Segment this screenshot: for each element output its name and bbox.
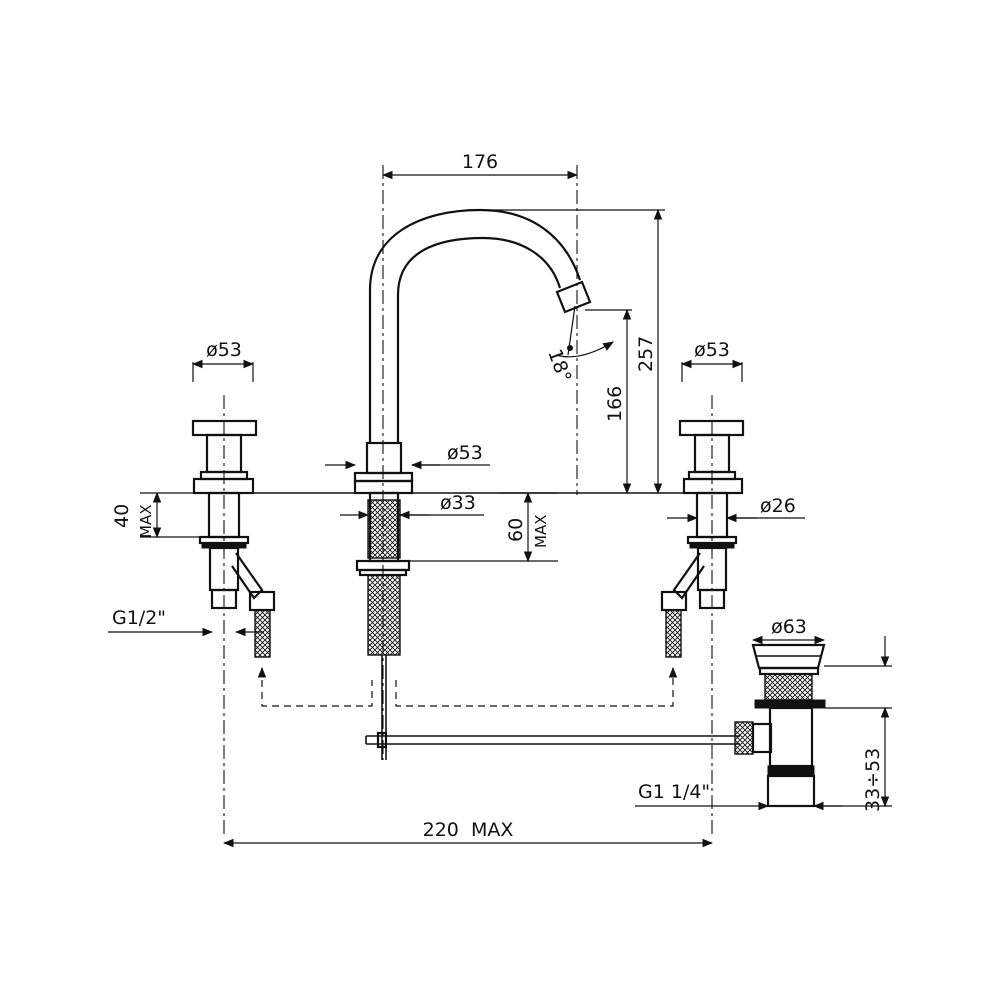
spout-base-dia-label: ø53 (447, 442, 483, 464)
dim-spout-deck-thickness: 60 MAX (409, 491, 558, 563)
spout (353, 208, 592, 760)
left-flex-hose (254, 609, 271, 658)
spout-angle-label: 18° (543, 346, 575, 385)
dim-right-handle-dia: ø53 (680, 339, 744, 382)
left-deck-thickness-label: 40 (111, 504, 133, 528)
inlet-thread-label: G1/2" (112, 607, 166, 629)
spout-deck-thickness-label: 60 (505, 518, 527, 542)
popup-waste (734, 643, 826, 808)
left-deck-max-label: MAX (137, 505, 155, 538)
spout-angle-indicator: 18° (543, 305, 614, 385)
left-valve (191, 419, 276, 658)
dim-overall-span: 220 MAX (222, 819, 714, 848)
left-handle-dia-label: ø53 (206, 339, 242, 361)
waste-range-label: 33÷53 (862, 748, 884, 812)
dim-spout-reach: 176 (381, 151, 579, 180)
spout-deck-max-label: MAX (532, 515, 550, 548)
overall-span-label: 220 MAX (423, 819, 514, 841)
dim-spout-base-dia: ø53 (325, 442, 490, 470)
dim-valve-shank-dia: ø26 (667, 495, 805, 523)
dim-spout-shank-dia: ø33 (340, 492, 484, 520)
valve-shank-dia-label: ø26 (760, 495, 796, 517)
right-hose-route (395, 666, 678, 707)
right-flex-hose (665, 609, 682, 658)
outlet-height-label: 166 (604, 386, 626, 422)
right-handle-dia-label: ø53 (694, 339, 730, 361)
spout-reach-label: 176 (462, 151, 498, 173)
dim-waste-dia: ø63 (751, 616, 826, 645)
spout-outlet (555, 280, 592, 314)
waste-dia-label: ø63 (771, 616, 807, 638)
dim-waste-thread: G1 1/4" (635, 781, 842, 811)
popup-linkage (365, 731, 740, 749)
dim-inlet-thread: G1/2" (108, 607, 264, 637)
waste-thread-label: G1 1/4" (638, 781, 710, 803)
waste-thread (764, 673, 813, 701)
dim-spout-height: 257 (485, 208, 665, 495)
dim-left-deck-thickness: 40 MAX (111, 491, 200, 539)
spout-shank-thread (367, 499, 401, 559)
dim-left-handle-dia: ø53 (191, 339, 255, 382)
dim-waste-range: 33÷53 (816, 636, 892, 812)
spout-height-label: 257 (635, 336, 657, 372)
left-hose-route (257, 666, 373, 707)
spout-shank-dia-label: ø33 (440, 492, 476, 514)
right-valve (660, 419, 745, 658)
dim-outlet-height: 166 (585, 308, 632, 495)
